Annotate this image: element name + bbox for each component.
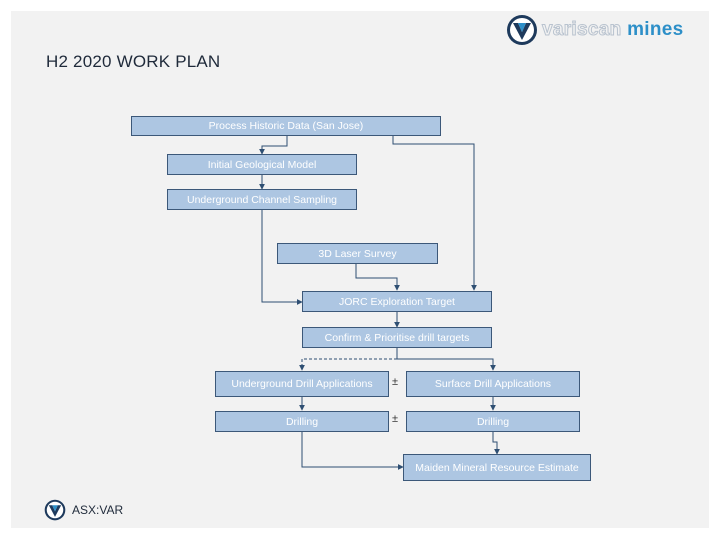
plus-minus-symbol: ± [392,376,399,388]
variscan-v-icon [507,15,537,45]
asx-ticker: ASX:VAR [72,503,124,517]
logo-word-mines: mines [627,19,684,40]
page-title: H2 2020 WORK PLAN [46,52,221,71]
node-label: Confirm & Prioritise drill targets [324,331,470,344]
node-label: 3D Laser Survey [318,247,397,260]
node-process-historic-data: Process Historic Data (San Jose) [131,116,441,136]
arrow-drilling-left-to-maiden [301,432,404,470]
arrow-process-to-jorc [392,136,477,291]
node-confirm-prioritise: Confirm & Prioritise drill targets [302,327,492,348]
node-initial-geological-model: Initial Geological Model [167,154,357,175]
node-3d-laser-survey: 3D Laser Survey [277,243,438,264]
node-label: Process Historic Data (San Jose) [208,120,364,132]
node-surface-drill-applications: Surface Drill Applications [406,371,580,397]
node-label: JORC Exploration Target [339,295,455,308]
node-underground-drill-applications: Underground Drill Applications [215,371,389,397]
node-drilling-surface: Drilling [406,411,580,432]
node-jorc-exploration-target: JORC Exploration Target [302,291,492,312]
node-label: Underground Drill Applications [231,378,373,390]
arrow-confirm-to-surface [396,348,496,371]
arrow-drilling-right-to-maiden [492,432,500,455]
node-label: Underground Channel Sampling [186,193,337,206]
node-label: Drilling [285,415,319,428]
slide-background [11,11,709,528]
logo-wordmark: variscan mines [542,19,684,41]
node-underground-channel-sampling: Underground Channel Sampling [167,189,357,210]
variscan-v-icon [44,499,66,521]
variscan-logo: variscan mines [506,14,706,46]
node-drilling-underground: Drilling [215,411,389,432]
arrow-laser-to-jorc [355,264,400,291]
arrow-confirm-to-underground [299,358,397,371]
plus-minus-symbol: ± [392,413,399,425]
arrow-process-to-initial [259,136,288,155]
node-label: Drilling [476,415,510,428]
logo-word-variscan: variscan [542,19,622,41]
node-maiden-mineral-resource-estimate: Maiden Mineral Resource Estimate [403,454,591,481]
arrow-channel-to-jorc [261,210,303,305]
node-label: Initial Geological Model [207,158,317,171]
node-label: Maiden Mineral Resource Estimate [415,461,579,474]
node-label: Surface Drill Applications [434,378,552,390]
